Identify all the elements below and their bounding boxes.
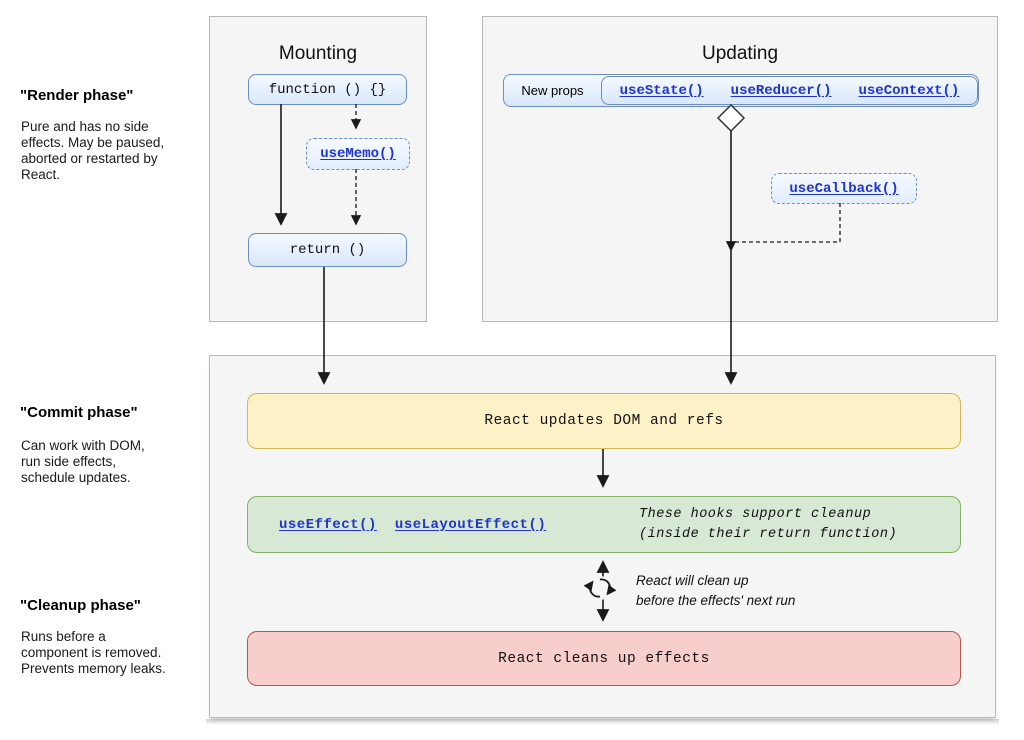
cleanup-phase-title: "Cleanup phase"	[20, 597, 141, 614]
page-bottom-shadow	[206, 719, 999, 725]
mounting-title: Mounting	[278, 43, 358, 64]
function-box: function () {}	[248, 74, 407, 105]
react-updates-dom-box: React updates DOM and refs	[247, 393, 961, 449]
react-cleans-up-box: React cleans up effects	[247, 631, 961, 686]
cleanup-phase-body: Runs before a component is removed. Prev…	[21, 629, 166, 676]
new-props-label: New props	[521, 83, 584, 98]
usememo-link[interactable]: useMemo()	[320, 146, 396, 162]
mounting-panel: Mounting function () {} useMemo() return…	[209, 16, 427, 322]
usememo-box: useMemo()	[306, 138, 410, 170]
commit-phase-title: "Commit phase"	[20, 404, 138, 421]
commit-panel: React updates DOM and refs useEffect() u…	[209, 355, 996, 718]
new-props-hooks-box: New props useState() useReducer() useCon…	[503, 74, 979, 107]
updating-title: Updating	[701, 43, 779, 64]
effects-box: useEffect() useLayoutEffect() These hook…	[247, 496, 961, 553]
effects-note: These hooks support cleanup (inside thei…	[639, 507, 898, 542]
commit-phase-body: Can work with DOM, run side effects, sch…	[21, 438, 145, 485]
usecallback-link[interactable]: useCallback()	[789, 180, 899, 197]
usestate-link[interactable]: useState()	[619, 82, 704, 99]
render-phase-body: Pure and has no side effects. May be pau…	[21, 119, 165, 182]
return-box: return ()	[248, 233, 407, 267]
uselayouteffect-link[interactable]: useLayoutEffect()	[394, 516, 547, 533]
state-hooks-box: useState() useReducer() useContext()	[601, 76, 978, 105]
usereducer-link[interactable]: useReducer()	[730, 82, 832, 99]
render-phase-title: "Render phase"	[20, 87, 134, 104]
cleanup-cycle-note: React will clean up before the effects' …	[636, 573, 796, 608]
updating-panel: Updating New props useState() useReducer…	[482, 16, 998, 322]
usecallback-box: useCallback()	[771, 173, 917, 204]
usecontext-link[interactable]: useContext()	[858, 82, 960, 99]
useeffect-link[interactable]: useEffect()	[279, 516, 377, 533]
